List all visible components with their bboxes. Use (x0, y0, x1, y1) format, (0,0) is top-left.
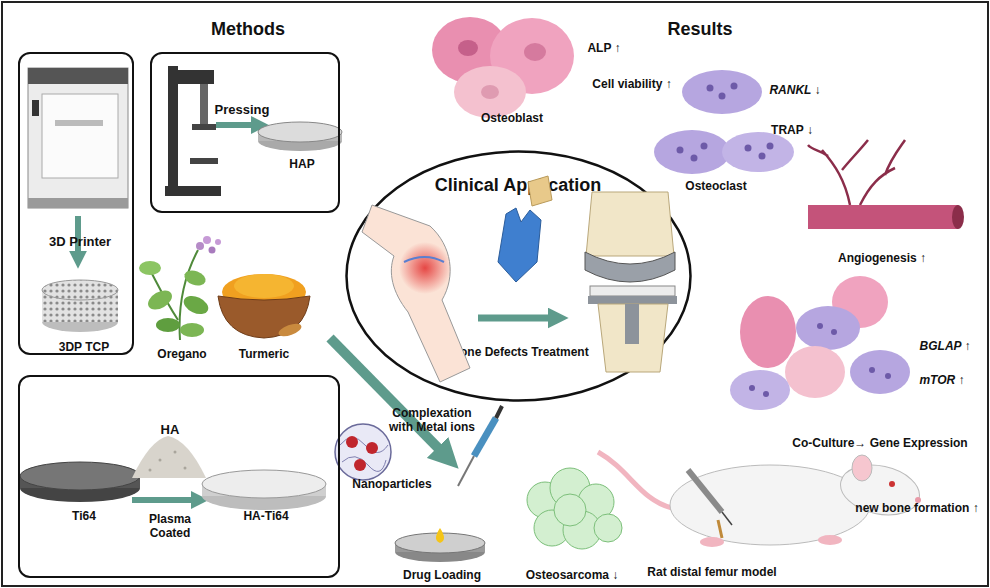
osteoblast-cells (432, 17, 574, 118)
result-label: Osteosarcoma ↓ (526, 568, 619, 582)
node-label: HAP (289, 157, 314, 171)
knee-illustration (362, 205, 470, 382)
result-label: TRAP ↓ (771, 123, 813, 137)
result-label: mTOR ↑ (919, 373, 964, 387)
node-title: HA (161, 422, 180, 438)
nanoparticle (335, 424, 391, 480)
result-label: RANKL ↓ (769, 83, 820, 97)
node-label: Plasma Coated (140, 512, 200, 541)
method-box: 3D Printer 3DP TCP (18, 52, 134, 355)
blood-vessel (808, 140, 964, 229)
result-label: Cell viability ↑ (592, 77, 671, 91)
hap-disk (258, 122, 342, 151)
press-illustration (165, 66, 258, 196)
node-label: Ti64 (72, 509, 96, 523)
node-label: Bone Defects Treatment (451, 345, 588, 359)
method-box: PressingHAP (150, 52, 340, 213)
ti64-disk (20, 462, 140, 502)
printer-illustration (28, 68, 128, 258)
result-label: Osteoclast (685, 179, 746, 193)
coating-arrow (132, 497, 198, 503)
result-label: Complexation with Metal ions (382, 406, 482, 435)
result-label: Drug Loading (403, 568, 481, 582)
tcp-scaffold (42, 280, 118, 332)
node-title: Pressing (215, 102, 270, 118)
method-box: HA Ti64 Plasma Coated HA-Ti64 (18, 375, 340, 578)
ellipse-panel: Clinical ApplicationBone Defects Treatme… (345, 150, 692, 402)
result-label: Oregano (157, 347, 206, 361)
section-heading: Methods (211, 19, 285, 41)
turmeric-bowl (218, 274, 310, 339)
ha-ti64-disk (202, 470, 326, 510)
node-title: 3D Printer (49, 234, 111, 250)
result-label: Osteoblast (481, 111, 543, 125)
node-title: Clinical Application (435, 175, 601, 197)
result-label: new bone formation ↑ (855, 501, 978, 515)
node-label: HA-Ti64 (243, 509, 288, 523)
ha-powder (132, 436, 206, 478)
osteosarcoma-cells (527, 468, 622, 549)
result-label: Turmeric (239, 347, 289, 361)
result-label: ALP ↑ (587, 41, 620, 55)
oregano-plant (139, 236, 221, 340)
result-label: Angiogenesis ↑ (838, 251, 926, 265)
result-label: Nanoparticles (352, 477, 431, 491)
drug-disk (395, 528, 485, 562)
coculture-cells (730, 276, 910, 410)
result-label: Rat distal femur model (647, 565, 776, 579)
rat-illustration (598, 452, 924, 547)
section-heading: Results (667, 19, 732, 41)
knee-prosthesis (585, 192, 677, 372)
treatment-arrow (478, 315, 556, 322)
result-label: Co-Culture→ Gene Expression (792, 436, 967, 450)
node-label: 3DP TCP (59, 340, 109, 354)
gloved-hand (498, 176, 552, 282)
result-label: BGLAP ↑ (920, 339, 971, 353)
